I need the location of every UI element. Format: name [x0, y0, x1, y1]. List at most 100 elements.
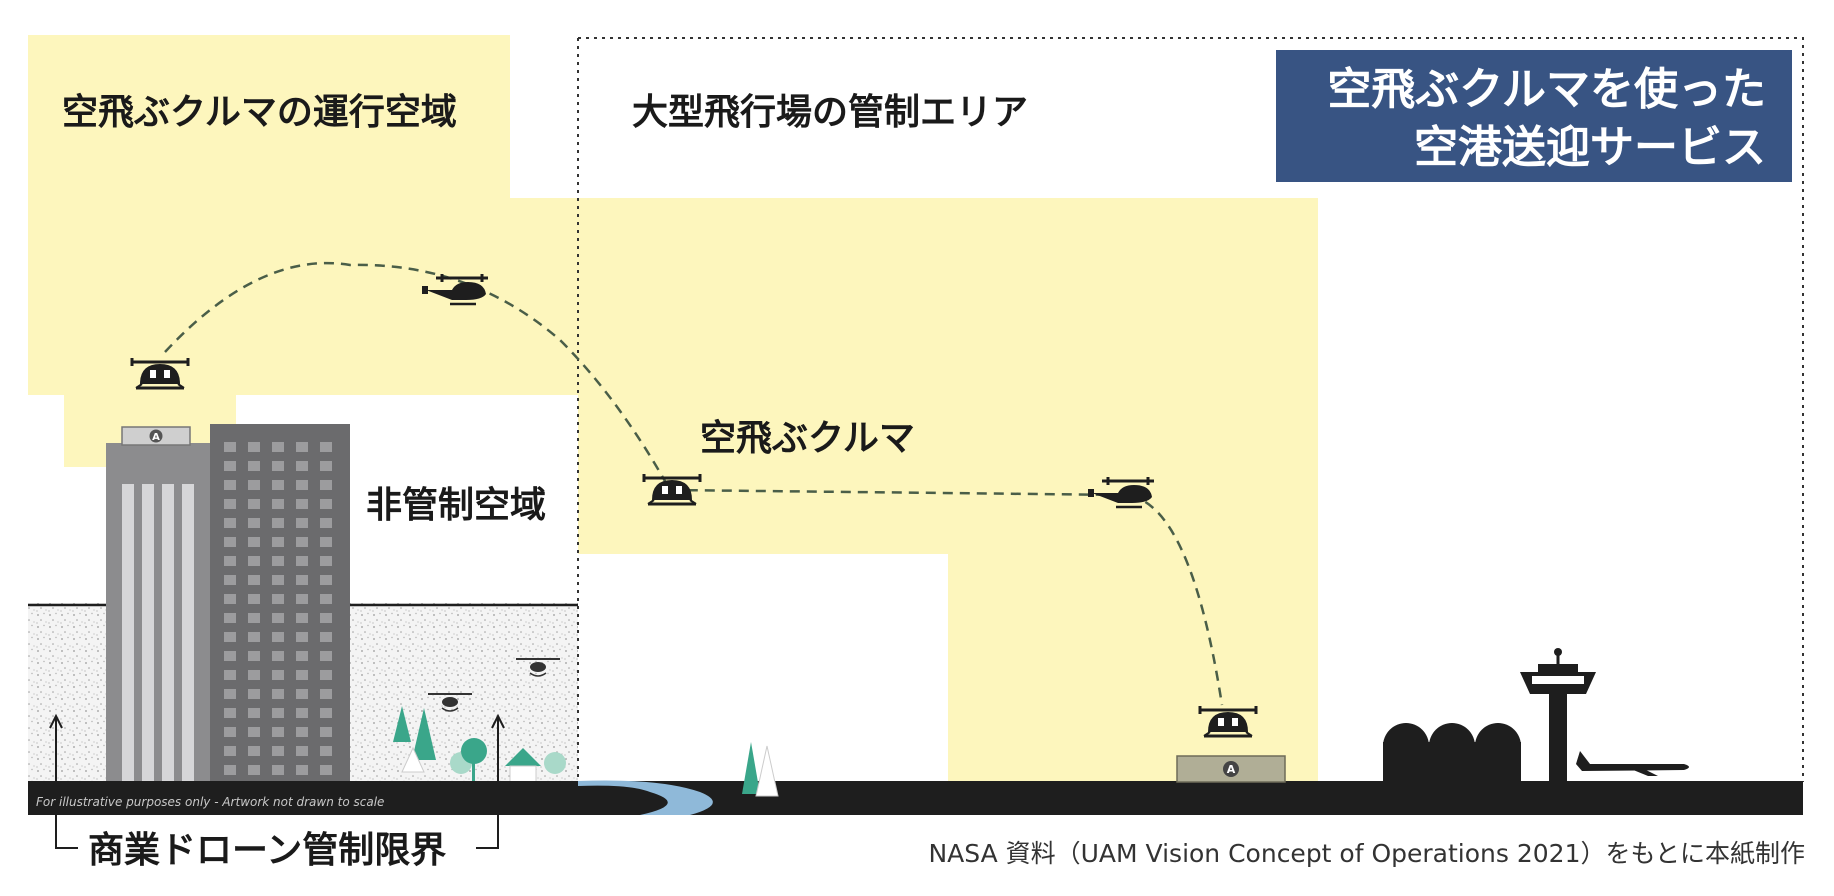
office-window [224, 499, 236, 509]
operating-airspace-region [28, 35, 1318, 782]
office-window [320, 575, 332, 585]
office-window [320, 632, 332, 642]
office-window [296, 442, 308, 452]
office-window [272, 442, 284, 452]
office-window [272, 537, 284, 547]
office-window [248, 461, 260, 471]
office-window [272, 632, 284, 642]
office-window [296, 670, 308, 680]
office-window [248, 499, 260, 509]
office-window [296, 765, 308, 775]
office-window [320, 746, 332, 756]
office-window [320, 613, 332, 623]
office-window [248, 708, 260, 718]
airport-control-boundary [578, 37, 1804, 782]
building-office [210, 424, 350, 786]
office-window [320, 461, 332, 471]
office-window [272, 708, 284, 718]
office-window [296, 480, 308, 490]
office-window [272, 480, 284, 490]
office-window [320, 537, 332, 547]
office-window [272, 594, 284, 604]
office-window [248, 632, 260, 642]
office-window [224, 689, 236, 699]
office-window [248, 746, 260, 756]
title-box: 空飛ぶクルマを使った 空港送迎サービス [1276, 50, 1792, 182]
office-window [272, 518, 284, 528]
airport-control-area-label: 大型飛行場の管制エリア [632, 92, 1028, 133]
office-window [320, 480, 332, 490]
office-window [248, 613, 260, 623]
office-window [224, 518, 236, 528]
office-window [224, 727, 236, 737]
svg-text:A: A [152, 432, 160, 443]
office-window [272, 727, 284, 737]
office-window [224, 651, 236, 661]
office-window [224, 442, 236, 452]
office-window [224, 708, 236, 718]
airport-low-region [578, 554, 948, 782]
office-window [248, 727, 260, 737]
office-window [296, 594, 308, 604]
office-window [320, 765, 332, 775]
office-window [248, 518, 260, 528]
office-window [248, 575, 260, 585]
flight-path [164, 261, 1224, 706]
flying-car-label: 空飛ぶクルマ [700, 418, 915, 459]
office-window [296, 727, 308, 737]
office-window [320, 499, 332, 509]
river [578, 780, 713, 815]
office-window [224, 670, 236, 680]
uncontrolled-airspace-label: 非管制空域 [366, 485, 546, 526]
office-window [248, 480, 260, 490]
office-window [224, 461, 236, 471]
office-window [320, 442, 332, 452]
office-window [320, 708, 332, 718]
office-window [248, 594, 260, 604]
office-window [272, 575, 284, 585]
ground [28, 781, 1803, 815]
airplane [1576, 751, 1689, 776]
office-window [272, 651, 284, 661]
rooftop-vertiport: A [121, 426, 191, 446]
title-line-2: 空港送迎サービス [1414, 122, 1766, 173]
office-window [296, 537, 308, 547]
disclaimer-text: For illustrative purposes only - Artwork… [36, 795, 384, 809]
office-window [320, 556, 332, 566]
office-window [320, 689, 332, 699]
office-window [296, 556, 308, 566]
office-window [320, 727, 332, 737]
control-tower [1520, 648, 1596, 782]
office-window [248, 689, 260, 699]
office-window [248, 765, 260, 775]
title-line-1: 空飛ぶクルマを使った [1327, 64, 1766, 115]
office-window [296, 518, 308, 528]
office-window [248, 651, 260, 661]
office-window [296, 689, 308, 699]
office-window [296, 651, 308, 661]
office-window [248, 442, 260, 452]
office-window [224, 613, 236, 623]
office-window [272, 746, 284, 756]
office-window [296, 461, 308, 471]
office-window [224, 575, 236, 585]
office-window [296, 613, 308, 623]
office-window [272, 765, 284, 775]
office-window [320, 651, 332, 661]
office-window [272, 556, 284, 566]
drone-limit-bracket [49, 713, 505, 849]
office-window [296, 575, 308, 585]
building-tower [106, 443, 210, 786]
airport-vertiport: A [1176, 755, 1286, 783]
trees-center [742, 742, 779, 797]
svg-text:A: A [1227, 763, 1236, 776]
office-window [272, 461, 284, 471]
office-window [272, 613, 284, 623]
office-window [224, 556, 236, 566]
office-window [224, 765, 236, 775]
operating-airspace-label: 空飛ぶクルマの運行空域 [62, 92, 457, 133]
office-window [224, 632, 236, 642]
office-window [296, 708, 308, 718]
office-window [296, 499, 308, 509]
